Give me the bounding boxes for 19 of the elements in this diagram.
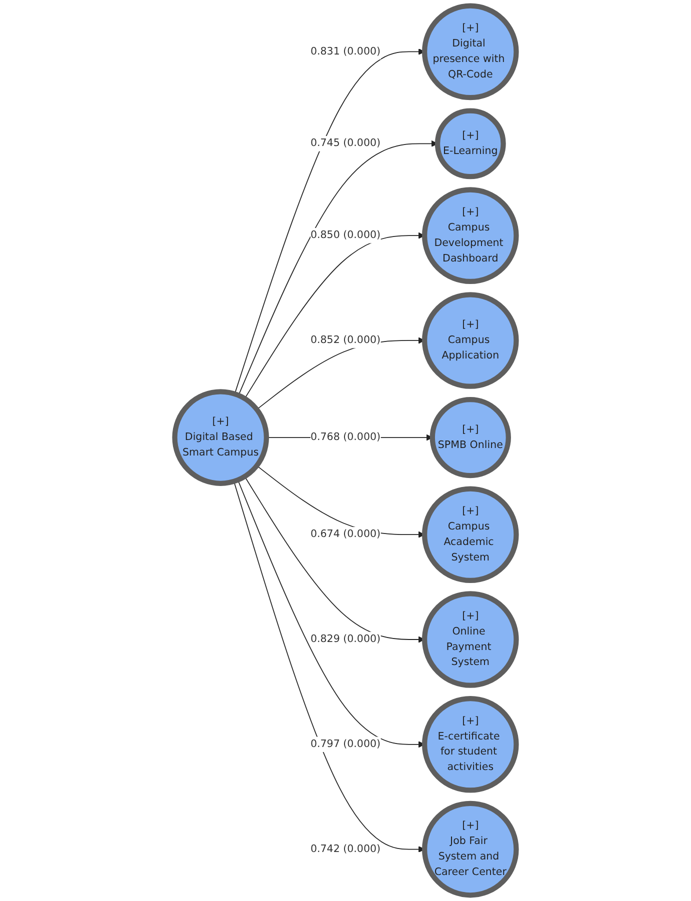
edge-label: 0.797 (0.000)	[310, 738, 381, 750]
node-circle: [+] E-certificate for student activities	[422, 696, 519, 793]
edge-label: 0.768 (0.000)	[310, 431, 381, 444]
node-circle: [+] Digital presence with QR-Code	[422, 3, 519, 100]
node-circle: [+] Campus Academic System	[422, 486, 519, 584]
node-circle: [+] Job Fair System and Career Center	[422, 800, 519, 898]
edge-label: 0.745 (0.000)	[310, 137, 381, 150]
edge-label: 0.829 (0.000)	[310, 633, 381, 645]
node-circle: [+] Online Payment System	[422, 591, 519, 688]
edge-label: 0.674 (0.000)	[310, 528, 381, 540]
edge-label: 0.852 (0.000)	[310, 334, 381, 346]
node-circle: [+] E-Learning	[434, 108, 506, 180]
edge-label: 0.831 (0.000)	[310, 45, 381, 58]
node-circle: [+] Campus Application	[422, 292, 519, 389]
node-circle: [+] SPMB Online	[430, 396, 511, 478]
edge-label: 0.850 (0.000)	[310, 229, 381, 242]
node-circle: [+] Campus Development Dashboard	[422, 187, 519, 284]
edge-label: 0.742 (0.000)	[310, 843, 381, 855]
node-circle: [+] Digital Based Smart Campus	[172, 389, 270, 486]
